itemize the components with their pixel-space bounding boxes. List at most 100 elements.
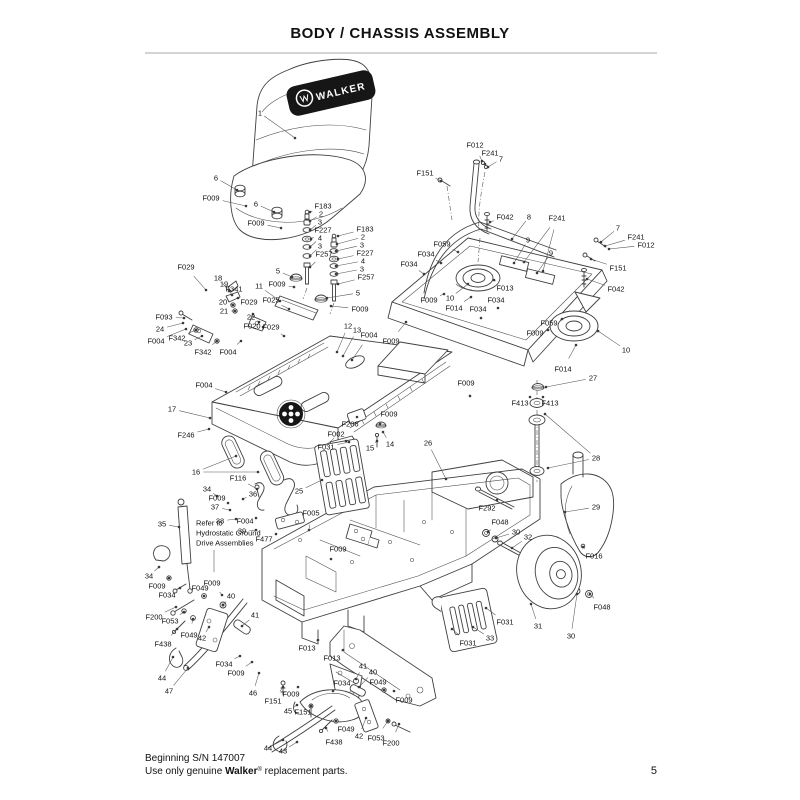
leader-line xyxy=(547,459,589,469)
leader-line xyxy=(194,335,203,340)
leader-dot xyxy=(466,282,470,286)
part-label: 40 xyxy=(227,592,235,601)
leader-dot xyxy=(341,354,345,358)
caster-assembly xyxy=(474,380,614,610)
leader-dot xyxy=(535,271,539,275)
part-label: F034 xyxy=(158,591,175,600)
leader-line xyxy=(544,413,591,454)
part-label: Drive Assemblies xyxy=(196,539,254,548)
part-label: F241 xyxy=(548,214,565,223)
leader-line xyxy=(254,672,260,686)
leader-dot xyxy=(378,422,382,426)
leader-dot xyxy=(202,594,206,598)
part-label: F013 xyxy=(298,644,315,653)
part-label: F009 xyxy=(203,579,220,588)
part-label: F029 xyxy=(177,263,194,272)
leader-dot xyxy=(381,430,385,434)
part-label: 46 xyxy=(249,689,257,698)
part-label: F004 xyxy=(360,331,377,340)
part-label: 10 xyxy=(446,294,454,303)
part-label: 9 xyxy=(549,249,553,258)
leader-line xyxy=(542,229,555,272)
leader-dot xyxy=(510,546,514,550)
leader-dot xyxy=(563,510,567,514)
leader-dot xyxy=(208,416,212,420)
part-label: F053 xyxy=(367,734,384,743)
part-label: F004 xyxy=(236,517,253,526)
leader-dot xyxy=(182,316,186,320)
leader-dot xyxy=(492,278,496,282)
leader-dot xyxy=(364,716,368,720)
leader-dot xyxy=(341,648,345,652)
leader-dot xyxy=(257,671,261,675)
leader-dot xyxy=(334,272,338,276)
part-label: F438 xyxy=(154,640,171,649)
part-label: 31 xyxy=(534,622,542,631)
leader-dot xyxy=(581,545,585,549)
part-label: F029 xyxy=(240,298,257,307)
latch-parts xyxy=(254,478,380,549)
part-label: F016 xyxy=(585,552,602,561)
leader-dot xyxy=(234,517,238,521)
footer-serial-note: Beginning S/N 147007 xyxy=(145,753,246,764)
part-label: F002 xyxy=(327,430,344,439)
body-cowling xyxy=(211,335,453,511)
part-label: F183 xyxy=(314,202,331,211)
part-label: F342 xyxy=(168,334,185,343)
part-label: 13 xyxy=(353,326,361,335)
leader-dot xyxy=(334,719,338,723)
leader-dot xyxy=(281,685,285,689)
part-label: 20 xyxy=(219,298,227,307)
leader-dot xyxy=(344,439,348,443)
leader-line xyxy=(335,261,358,267)
page-footer: Beginning S/N 147007 Use only genuine Wa… xyxy=(145,753,657,777)
part-label: 8 xyxy=(527,213,531,222)
part-label: F116 xyxy=(230,474,247,483)
part-label: F246 xyxy=(177,431,194,440)
leader-dot xyxy=(181,321,185,325)
leader-dot xyxy=(309,704,313,708)
leader-line xyxy=(173,667,189,686)
leader-line xyxy=(241,619,250,627)
part-label: 26 xyxy=(424,439,432,448)
leader-dot xyxy=(512,261,516,265)
leader-dot xyxy=(238,654,242,658)
part-label: F009 xyxy=(202,194,219,203)
part-label: 4 xyxy=(361,257,365,266)
leader-dot xyxy=(354,677,358,681)
leader-dot xyxy=(207,625,211,629)
leader-dot xyxy=(336,257,340,261)
part-label: F241 xyxy=(481,149,498,158)
part-label: 28 xyxy=(592,454,600,463)
leader-dot xyxy=(191,617,195,621)
leader-line xyxy=(398,321,407,332)
leader-line xyxy=(608,246,635,250)
leader-dot xyxy=(544,385,548,389)
part-label: 40 xyxy=(369,668,377,677)
part-label: F257 xyxy=(315,250,332,259)
part-label: F042 xyxy=(496,213,513,222)
leader-line xyxy=(564,507,589,513)
leader-dot xyxy=(334,249,338,253)
leader-dot xyxy=(528,395,532,399)
leader-dot xyxy=(254,516,258,520)
part-label: F009 xyxy=(526,329,543,338)
leader-line xyxy=(167,322,184,328)
part-label: F029 xyxy=(262,323,279,332)
part-label: F004 xyxy=(219,348,236,357)
leader-dot xyxy=(585,277,589,281)
leader-line xyxy=(274,739,284,745)
part-label: 41 xyxy=(359,662,367,671)
part-label: F034 xyxy=(400,260,417,269)
part-label: F031 xyxy=(459,639,476,648)
part-label: 38 xyxy=(216,517,224,526)
leader-dot xyxy=(439,261,443,265)
part-label: 47 xyxy=(165,687,173,696)
part-label: 43 xyxy=(279,747,287,756)
part-label: F009 xyxy=(395,696,412,705)
leader-dot xyxy=(529,602,533,606)
leader-line xyxy=(289,741,298,748)
leader-dot xyxy=(167,576,171,580)
part-label: 36 xyxy=(249,490,257,499)
